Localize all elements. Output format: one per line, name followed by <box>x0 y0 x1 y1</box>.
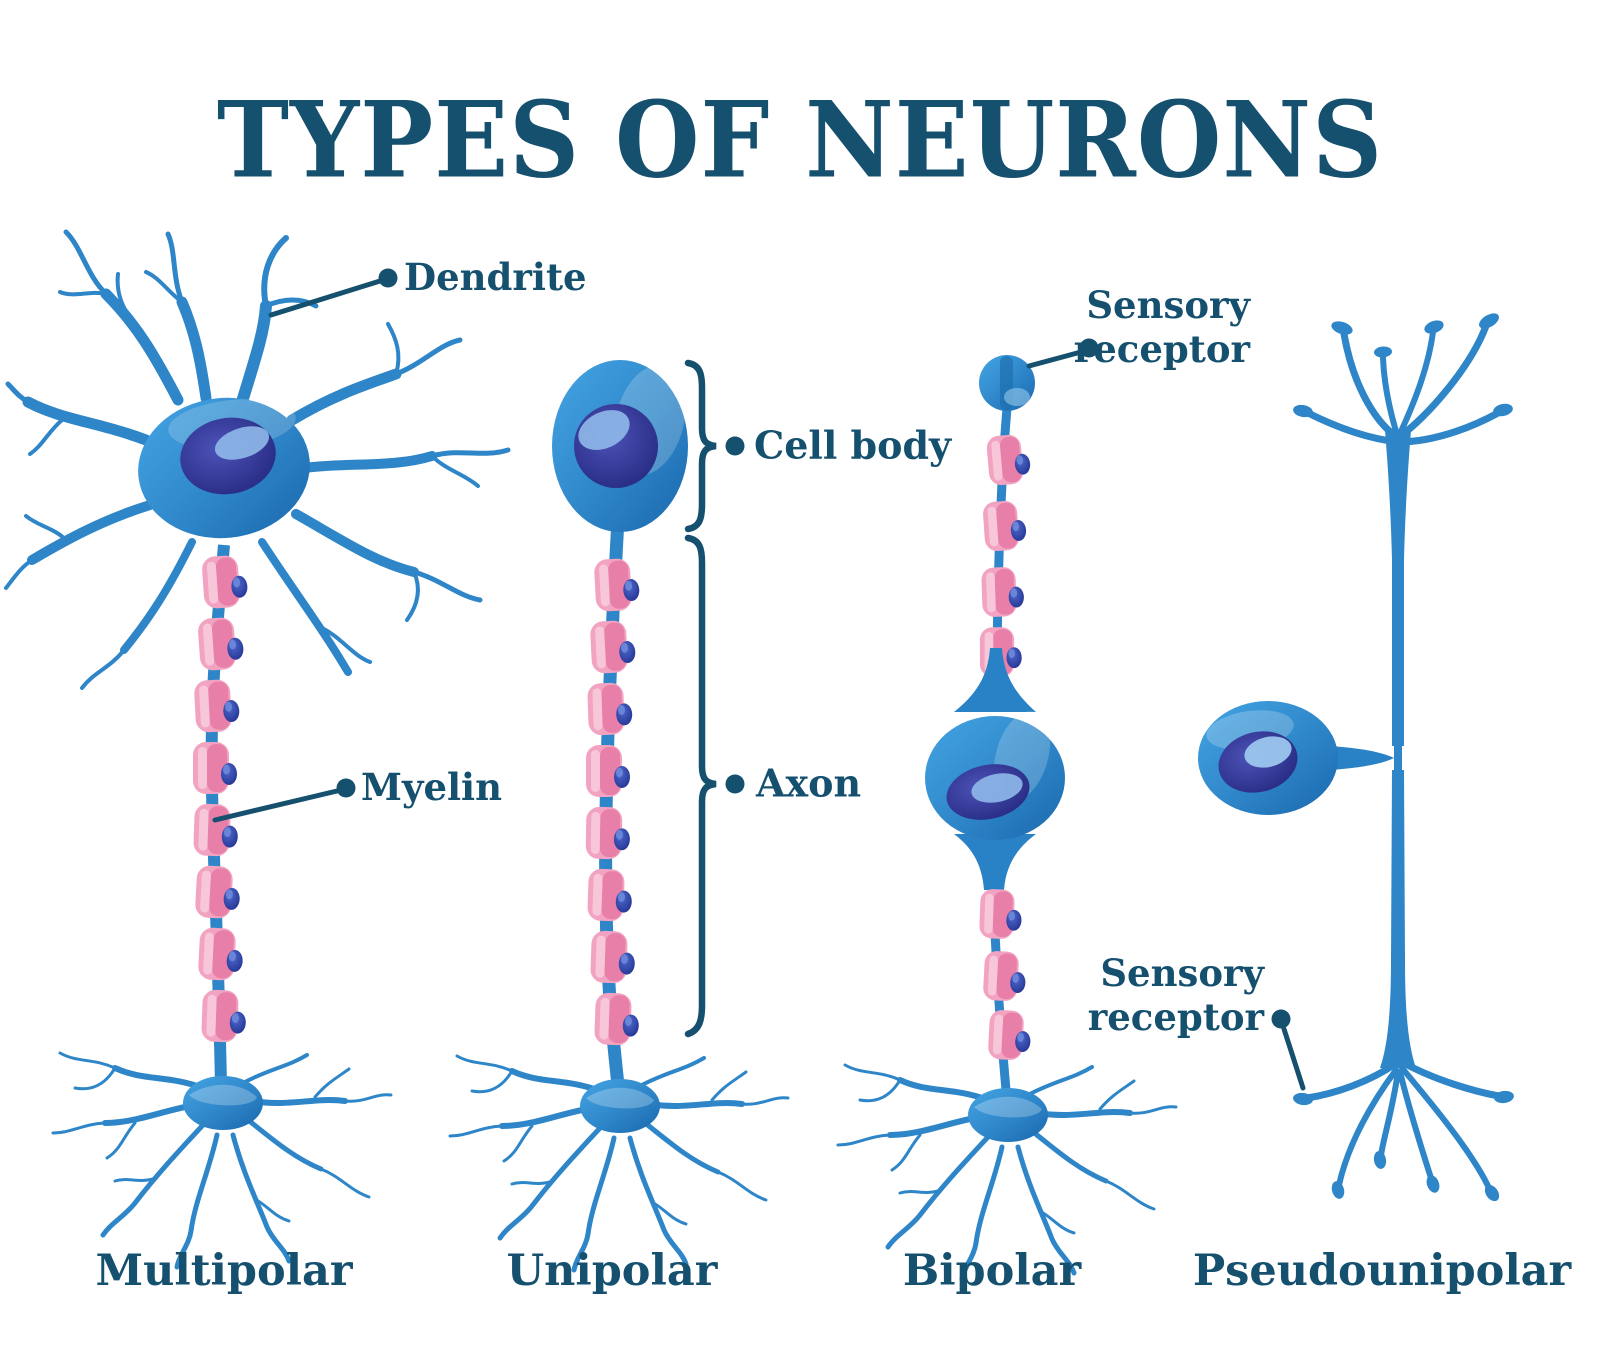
cell-body-brace <box>684 359 745 533</box>
label-sensory-receptor-bipolar: Sensory receptor <box>1073 283 1250 371</box>
pseudounipolar-axon-junction <box>1394 744 1402 772</box>
myelin-leader-line <box>212 778 356 823</box>
label-line: Sensory <box>1086 283 1250 327</box>
multipolar-axon-terminal <box>53 1053 391 1267</box>
multipolar-neuron-illustration <box>4 229 511 1267</box>
bipolar-neuron-illustration <box>838 355 1176 1279</box>
pseudounipolar-neuron-illustration <box>1198 313 1514 1202</box>
neuron-name-bipolar: Bipolar <box>902 1246 1082 1296</box>
label-cell-body: Cell body <box>754 422 952 468</box>
label-dendrite: Dendrite <box>404 255 587 300</box>
bipolar-cell-body-neck-bottom <box>954 834 1036 890</box>
bipolar-sensory-receptor-ending <box>979 355 1035 411</box>
label-line: receptor <box>1073 326 1250 371</box>
neuron-name-pseudounipolar: Pseudounipolar <box>1192 1246 1572 1296</box>
bipolar-myelin-sheath-upper <box>979 433 1032 677</box>
multipolar-myelin-sheath <box>193 554 249 1043</box>
sensory-receptor-bipolar-leader-line <box>1026 338 1099 369</box>
label-line: Sensory <box>1100 951 1264 995</box>
label-myelin: Myelin <box>361 765 503 810</box>
unipolar-myelin-sheath <box>585 557 641 1046</box>
pseudounipolar-axon-lower <box>1380 770 1416 1068</box>
pseudounipolar-dendrite-branches <box>1304 322 1502 446</box>
bipolar-cell-body-neck-top <box>954 648 1036 712</box>
label-axon: Axon <box>756 760 862 806</box>
sensory-receptor-pseudounipolar-leader-line <box>1271 1009 1306 1091</box>
neuron-name-unipolar: Unipolar <box>506 1246 718 1296</box>
pseudounipolar-cell-body-neck <box>1330 746 1394 770</box>
nucleus-gloss <box>971 773 1023 803</box>
label-sensory-receptor-pseudounipolar: Sensory receptor <box>1087 951 1264 1039</box>
multipolar-dendrites <box>4 229 511 690</box>
axon-brace <box>684 534 745 1038</box>
pseudounipolar-receptor-branches <box>1303 1058 1503 1191</box>
nucleus-gloss <box>214 426 270 460</box>
unipolar-neuron-illustration <box>450 360 788 1270</box>
neuron-name-multipolar: Multipolar <box>95 1246 353 1296</box>
nucleus-gloss <box>1244 736 1292 768</box>
annotation-leaders <box>212 268 1306 1091</box>
pseudounipolar-dendrite-tips <box>1293 313 1513 418</box>
pseudounipolar-receptor-endings <box>1293 1090 1514 1202</box>
dendrite-leader-line <box>268 268 398 318</box>
bipolar-myelin-sheath-lower <box>979 888 1032 1061</box>
nucleus-gloss <box>578 410 630 450</box>
unipolar-axon-terminal <box>450 1056 788 1270</box>
pseudounipolar-axon-upper <box>1385 430 1411 746</box>
label-line: receptor <box>1087 994 1264 1039</box>
diagram-title: TYPES OF NEURONS <box>216 78 1384 202</box>
